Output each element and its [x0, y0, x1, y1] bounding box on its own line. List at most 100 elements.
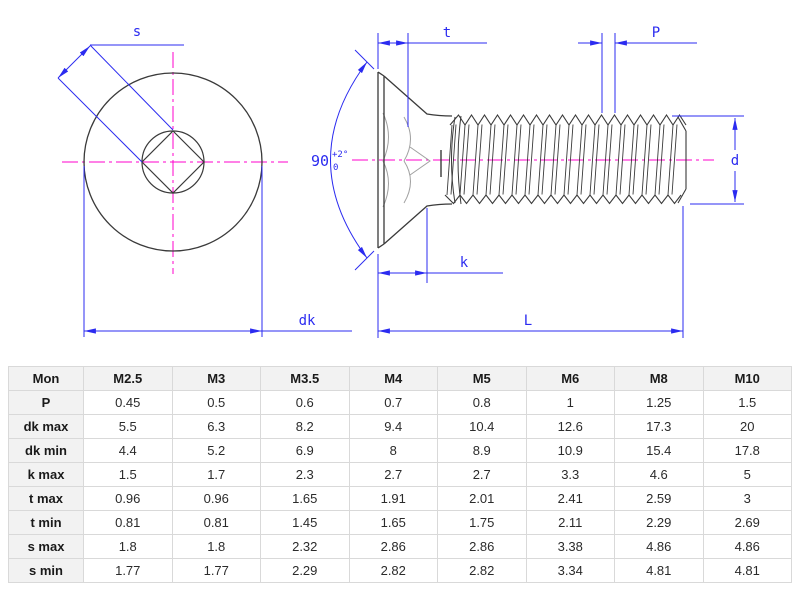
table-cell: 6.3	[171, 414, 261, 439]
table-cell: 0.6	[260, 390, 350, 415]
socket-square	[141, 130, 205, 194]
table-cell: 2.86	[348, 534, 438, 559]
dim-angle	[330, 49, 375, 271]
table-cell: 1.8	[171, 534, 261, 559]
dim-t	[377, 33, 487, 127]
table-cell: 0.5	[171, 390, 261, 415]
table-cell: 4.81	[614, 558, 704, 583]
table-cell: 9.4	[348, 414, 438, 439]
table-cell: 2.69	[702, 510, 792, 535]
technical-drawing: s dk	[57, 24, 744, 338]
table-cell: 1.8	[83, 534, 173, 559]
table-cell: 1.25	[614, 390, 704, 415]
table-cell: 20	[702, 414, 792, 439]
col-header: M8	[614, 366, 704, 391]
col-header: M4	[348, 366, 438, 391]
dim-label-L: L	[524, 313, 532, 329]
table-cell: 2.3	[260, 462, 350, 487]
row-label: P	[8, 390, 84, 415]
col-header: M6	[525, 366, 615, 391]
table-cell: 15.4	[614, 438, 704, 463]
row-label: t min	[8, 510, 84, 535]
dim-label-s: s	[133, 24, 141, 40]
row-label: dk min	[8, 438, 84, 463]
table-cell: 1.45	[260, 510, 350, 535]
dim-angle-tick-bottom	[354, 250, 375, 271]
col-header: M5	[437, 366, 527, 391]
thread-top-edge	[449, 113, 687, 127]
col-header: M10	[702, 366, 792, 391]
table-cell: 0.7	[348, 390, 438, 415]
table-cell: 1.75	[437, 510, 527, 535]
dim-label-p: P	[652, 25, 660, 41]
table-cell: 10.4	[437, 414, 527, 439]
table-cell: 1.77	[171, 558, 261, 583]
table-cell: 4.86	[614, 534, 704, 559]
table-cell: 4.4	[83, 438, 173, 463]
table-cell: 1	[525, 390, 615, 415]
dim-label-d: d	[731, 153, 739, 169]
row-label: t max	[8, 486, 84, 511]
dim-d	[672, 115, 744, 205]
thread-runout	[440, 115, 462, 205]
dim-angle-arc	[330, 61, 368, 259]
table-cell: 1.65	[260, 486, 350, 511]
table-cell: 3.34	[525, 558, 615, 583]
row-label: s max	[8, 534, 84, 559]
table-cell: 2.86	[437, 534, 527, 559]
dim-label-angle-tol-plus: +2°	[332, 150, 348, 160]
table-cell: 2.7	[348, 462, 438, 487]
table-cell: 4.86	[702, 534, 792, 559]
table-cell: 8.9	[437, 438, 527, 463]
table-cell: 1.5	[83, 462, 173, 487]
table-cell: 1.5	[702, 390, 792, 415]
table-cell: 1.65	[348, 510, 438, 535]
table-cell: 3	[702, 486, 792, 511]
table-cell: 2.59	[614, 486, 704, 511]
table-cell: 1.91	[348, 486, 438, 511]
table-cell: 4.6	[614, 462, 704, 487]
table-cell: 3.3	[525, 462, 615, 487]
dim-dk	[83, 166, 352, 337]
dim-s	[57, 44, 184, 163]
head-outer-circle	[83, 72, 263, 252]
table-cell: 0.96	[83, 486, 173, 511]
row-label: dk max	[8, 414, 84, 439]
dim-label-dk: dk	[299, 313, 316, 329]
thread-end-chamfer	[677, 116, 687, 204]
row-label: s min	[8, 558, 84, 583]
table-cell: 1.77	[83, 558, 173, 583]
table-cell: 3.38	[525, 534, 615, 559]
table-cell: 17.3	[614, 414, 704, 439]
table-cell: 5.2	[171, 438, 261, 463]
front-view: s dk	[57, 24, 352, 337]
table-cell: 2.01	[437, 486, 527, 511]
thread-flanks	[446, 124, 678, 196]
dim-s-extension-a	[89, 44, 174, 131]
dim-label-angle: 90	[311, 152, 329, 170]
table-cell: 2.11	[525, 510, 615, 535]
screw-drawing-svg: s dk	[57, 24, 744, 338]
col-header: M2.5	[83, 366, 173, 391]
table-cell: 0.81	[171, 510, 261, 535]
table-cell: 17.8	[702, 438, 792, 463]
table-cell: 6.9	[260, 438, 350, 463]
table-cell: 8.2	[260, 414, 350, 439]
dim-label-t: t	[443, 25, 451, 41]
table-cell: 2.41	[525, 486, 615, 511]
dim-s-arrows	[57, 45, 91, 79]
row-label: k max	[8, 462, 84, 487]
table-cell: 0.45	[83, 390, 173, 415]
table-cell: 1.7	[171, 462, 261, 487]
corner-header: Mon	[8, 366, 84, 391]
dim-label-k: k	[460, 255, 469, 271]
